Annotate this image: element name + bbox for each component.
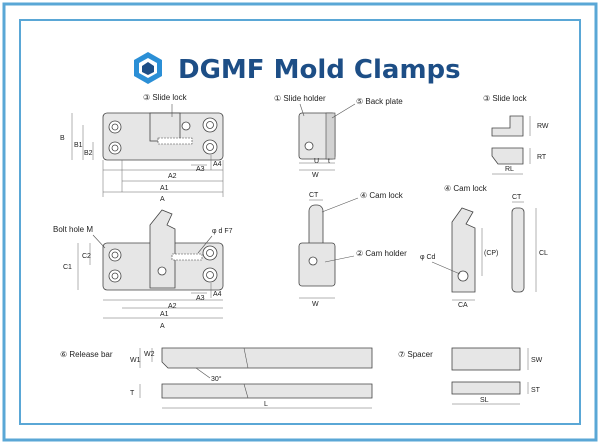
label-slide-holder: ① Slide holder xyxy=(274,94,326,103)
label-slide-lock-right: ③ Slide lock xyxy=(483,94,528,103)
dim-CA: CA xyxy=(458,302,468,309)
dim-CT-2: CT xyxy=(512,194,522,201)
dim-Cd: φ Cd xyxy=(420,254,436,261)
dim-W-2: W xyxy=(312,301,319,308)
dim-SW: SW xyxy=(531,357,543,364)
dim-A-2: A xyxy=(160,323,165,330)
dim-A2: A2 xyxy=(168,173,177,180)
dim-SL: SL xyxy=(480,397,489,404)
slide-lock-side-view xyxy=(491,115,531,175)
dim-A4-2: A4 xyxy=(213,291,222,298)
slide-lock-assembly-top xyxy=(71,112,224,197)
dim-B2: B2 xyxy=(84,150,93,157)
dim-L: L xyxy=(264,401,268,408)
label-cam-lock-b: ④ Cam lock xyxy=(444,184,488,193)
label-release-bar: ⑥ Release bar xyxy=(60,350,113,359)
dim-A1: A1 xyxy=(160,185,169,192)
dim-CP: (CP) xyxy=(484,250,498,257)
release-bar-view xyxy=(139,347,373,409)
dim-A4: A4 xyxy=(213,161,222,168)
dim-W: W xyxy=(312,172,319,179)
dim-U: U xyxy=(314,158,319,165)
dim-A3-2: A3 xyxy=(196,295,205,302)
dim-W2: W2 xyxy=(144,351,155,358)
dim-CL: CL xyxy=(539,250,548,257)
dim-RW: RW xyxy=(537,123,549,130)
dim-C1: C1 xyxy=(63,264,72,271)
cam-lock-center-view xyxy=(298,199,336,299)
cam-lock-right-view xyxy=(451,201,537,301)
brand-logo-icon xyxy=(134,52,162,84)
dim-B: B xyxy=(60,135,65,142)
label-bolt-hole: Bolt hole M xyxy=(53,225,93,234)
spacer-view xyxy=(451,347,529,405)
dim-T: T xyxy=(130,390,135,397)
dim-A1-2: A1 xyxy=(160,311,169,318)
cam-lock-assembly-left xyxy=(77,209,224,319)
dim-CT: CT xyxy=(309,192,319,199)
page-title: DGMF Mold Clamps xyxy=(178,55,461,85)
dim-ST: ST xyxy=(531,387,541,394)
label-cam-lock-a: ④ Cam lock xyxy=(360,191,404,200)
dim-A3: A3 xyxy=(196,166,205,173)
label-cam-holder: ② Cam holder xyxy=(356,249,407,258)
dim-RL: RL xyxy=(505,166,514,173)
dim-RT: RT xyxy=(537,154,547,161)
dim-angle: 30° xyxy=(211,375,222,383)
dim-A: A xyxy=(160,196,165,203)
dim-B1: B1 xyxy=(74,142,83,149)
dim-dF7: φ d F7 xyxy=(212,228,233,235)
label-back-plate: ⑤ Back plate xyxy=(356,97,403,106)
dim-W1: W1 xyxy=(130,357,141,364)
dim-t: t xyxy=(328,158,330,165)
dim-C2: C2 xyxy=(82,253,91,260)
label-spacer: ⑦ Spacer xyxy=(398,350,433,359)
slide-holder-view xyxy=(298,112,336,171)
dim-A2-2: A2 xyxy=(168,303,177,310)
label-slide-lock: ③ Slide lock xyxy=(143,93,188,102)
